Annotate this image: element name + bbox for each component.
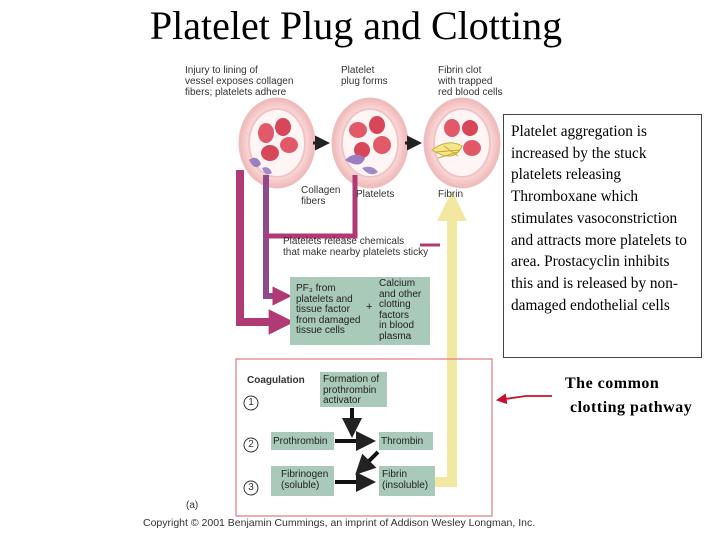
fibrin-insoluble-box (379, 466, 435, 496)
fibrinogen-box (271, 466, 334, 496)
vessel-fibrin-clot (423, 97, 501, 189)
step-number-3: 3 (248, 482, 254, 493)
copyright-text: Copyright © 2001 Benjamin Cummings, an i… (143, 517, 536, 529)
pointer-arrow (495, 393, 552, 405)
prothrombin-label: Prothrombin (273, 436, 328, 447)
thrombin-box (379, 432, 433, 450)
fibrin-label: Fibrin (438, 189, 464, 200)
coagulation-frame (235, 358, 493, 517)
arrow-platelets-to-pf3 (263, 175, 292, 306)
vessel-injury (238, 97, 316, 189)
thromboxane-note: Platelet aggregation is increased by the… (503, 114, 702, 358)
arrow-collagen-to-pf3 (236, 170, 295, 335)
pf3-calcium-box (290, 277, 430, 345)
platelets-label: Platelets (356, 189, 395, 200)
panel-label: (a) (186, 500, 199, 511)
formation-box (320, 372, 387, 407)
step-number-2: 2 (248, 439, 254, 450)
fibrinogen-label: Fibrinogen(soluble) (281, 469, 329, 491)
plus-sign: + (366, 301, 373, 313)
common-pathway-label: The common clotting pathway (565, 375, 693, 416)
step-number-1: 1 (248, 397, 254, 408)
arrow-thrombin-catalyzes (355, 450, 380, 475)
coagulation-heading: Coagulation (247, 375, 305, 386)
prothrombin-box (271, 432, 334, 450)
arrow-fibrin-up (434, 191, 467, 487)
thrombin-label: Thrombin (381, 436, 424, 447)
vessel-plug (331, 97, 409, 189)
page-title: Platelet Plug and Clotting (149, 3, 563, 48)
arrow-platelets-release (266, 175, 358, 239)
fibrin-insoluble-label: Fibrin(insoluble) (382, 469, 429, 491)
